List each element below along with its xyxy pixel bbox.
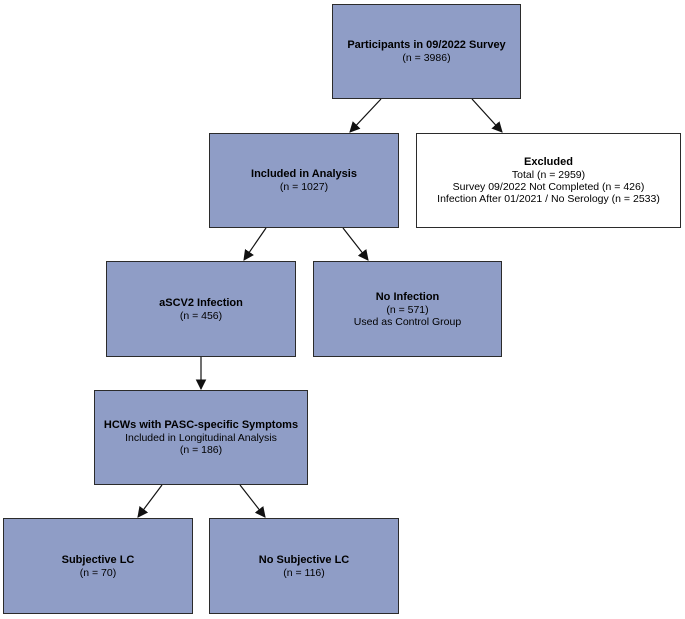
node-ascv2-title: aSCV2 Infection [159,296,243,309]
node-no-infection-title: No Infection [375,290,440,303]
node-participants-count: (n = 3986) [402,52,451,64]
node-no-subjective-lc-count: (n = 116) [283,566,325,579]
node-ascv2: aSCV2 Infection (n = 456) [106,261,296,357]
node-no-infection: No Infection (n = 571) Used as Control G… [313,261,502,357]
node-no-subjective-lc-title: No Subjective LC [258,553,350,566]
node-subjective-lc: Subjective LC (n = 70) [3,518,193,614]
node-excluded-survey: Survey 09/2022 Not Completed (n = 426) [452,181,645,193]
node-hcws-count: (n = 186) [179,444,223,456]
node-hcws: HCWs with PASC-specific Symptoms Include… [94,390,308,485]
arrow-included-to-ascv2 [243,227,267,261]
node-no-subjective-lc: No Subjective LC (n = 116) [209,518,399,614]
node-hcws-note: Included in Longitudinal Analysis [125,432,277,444]
node-ascv2-count: (n = 456) [179,309,223,322]
node-no-infection-note: Used as Control Group [353,315,462,328]
node-excluded-infection: Infection After 01/2021 / No Serology (n… [437,193,660,205]
node-no-infection-count: (n = 571) [386,303,429,316]
node-participants-title: Participants in 09/2022 Survey [347,39,506,51]
arrow-participants-to-included [349,98,382,133]
node-included-count: (n = 1027) [279,181,329,193]
node-subjective-lc-count: (n = 70) [79,566,117,579]
node-included: Included in Analysis (n = 1027) [209,133,399,228]
node-excluded-title: Excluded [524,156,573,168]
node-hcws-title: HCWs with PASC-specific Symptoms [103,419,299,431]
arrow-hcws-to-subjective-lc [137,484,163,518]
node-excluded-total: Total (n = 2959) [511,169,586,181]
node-participants: Participants in 09/2022 Survey (n = 3986… [332,4,521,99]
arrow-included-to-no-infection [342,227,369,261]
node-included-title: Included in Analysis [251,168,357,180]
arrow-hcws-to-no-subjective-lc [239,484,266,518]
arrow-participants-to-excluded [471,98,503,133]
node-subjective-lc-title: Subjective LC [61,553,135,566]
node-excluded: Excluded Total (n = 2959) Survey 09/2022… [416,133,681,228]
